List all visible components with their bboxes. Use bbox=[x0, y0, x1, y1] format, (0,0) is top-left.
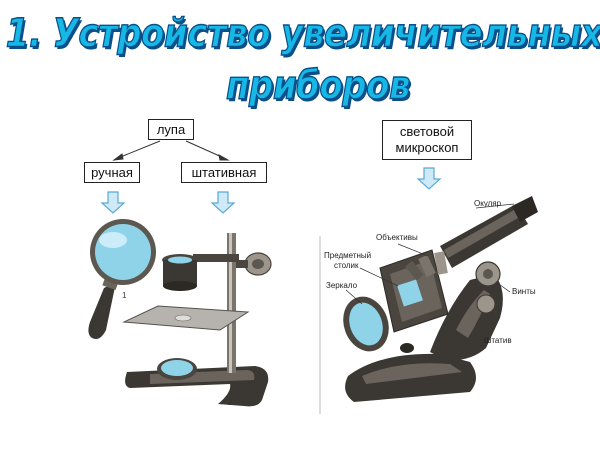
slide-title-line-1: 1. Устройство увеличительных bbox=[5, 10, 600, 57]
label-screws: Винты bbox=[512, 287, 536, 296]
tripod-mirror bbox=[157, 358, 197, 380]
branch-arrow-left bbox=[112, 140, 161, 161]
label-objectives: Объективы bbox=[376, 233, 418, 242]
label-stand: Штатив bbox=[484, 336, 512, 345]
label-stage-line-2: столик bbox=[334, 261, 359, 270]
label-eyepiece: Окуляр bbox=[474, 199, 502, 208]
tripod-post bbox=[227, 233, 236, 373]
microscope-tube bbox=[440, 196, 538, 268]
slide-title-line-2: приборов bbox=[225, 62, 411, 109]
label-stage-line-1: Предметный bbox=[324, 251, 371, 260]
tripod-stage-plate bbox=[122, 305, 250, 331]
handheld-loupe-box: ручная bbox=[84, 162, 140, 183]
branch-arrow-right bbox=[185, 140, 230, 161]
down-arrow-microscope bbox=[416, 167, 442, 190]
tripod-lens-holder bbox=[162, 254, 239, 291]
part-leader-lines bbox=[345, 203, 515, 341]
down-arrow-handheld bbox=[100, 191, 126, 214]
microscope-objectives bbox=[405, 251, 448, 281]
figure-number-1: 1 bbox=[122, 291, 127, 300]
tripod-loupe-box: штативная bbox=[181, 162, 267, 183]
label-mirror: Зеркало bbox=[326, 281, 358, 290]
microscope-screws bbox=[475, 261, 501, 314]
down-arrow-tripod bbox=[210, 191, 236, 214]
figure-number-2: 2 bbox=[228, 398, 233, 407]
microscope-mirror bbox=[343, 296, 389, 352]
light-microscope-box: световой микроскоп bbox=[382, 120, 472, 160]
magnifier-lens bbox=[90, 219, 156, 285]
microscope-base bbox=[345, 343, 476, 402]
light-microscope-label-line-2: микроскоп bbox=[395, 140, 459, 155]
loupe-box: лупа bbox=[148, 119, 194, 140]
tripod-focus-knob bbox=[236, 252, 272, 276]
light-microscope-label-line-1: световой bbox=[399, 124, 455, 139]
